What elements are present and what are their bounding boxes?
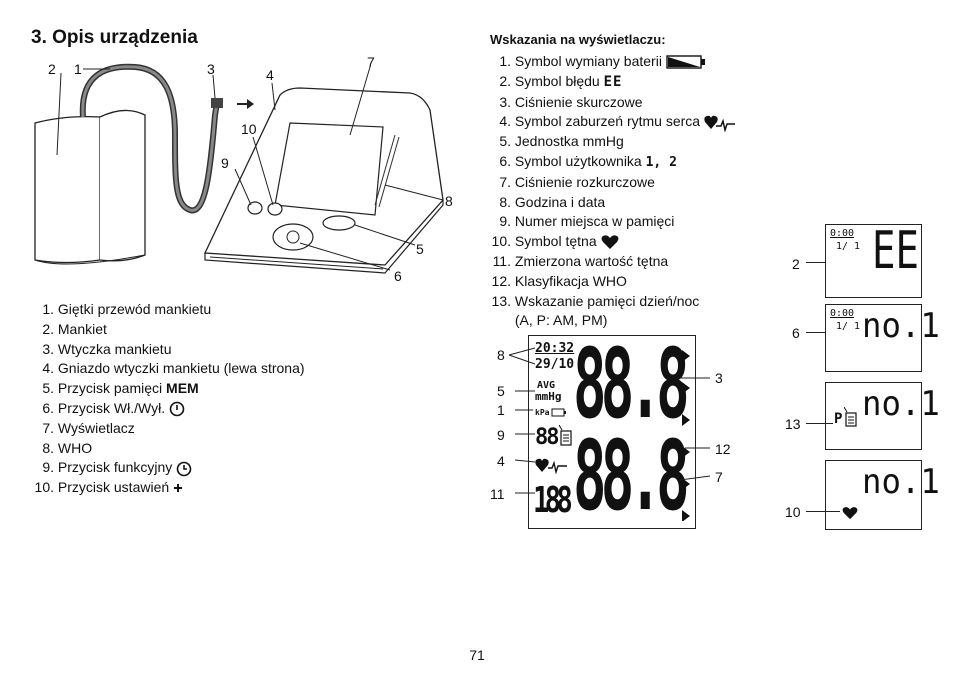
list-item: 11. Zmierzona wartość tętna (492, 252, 669, 269)
small-display-error: 0:00 1/ 1 EE (825, 221, 922, 298)
device-callout-7: 7 (367, 54, 375, 70)
plug-drawing (211, 98, 223, 108)
device-callout-4: 4 (266, 67, 274, 83)
power-icon (169, 401, 185, 417)
user-symbol: 1, 2 (645, 154, 677, 170)
device-callout-10: 10 (241, 121, 257, 137)
monitor-display (274, 122, 384, 216)
list-item: 9. Numer miejsca w pamięci (499, 213, 675, 230)
lcd-pulse-digits: 188 (533, 480, 573, 521)
list-item: (A, P: AM, PM) (514, 312, 608, 329)
leader-line (806, 332, 825, 333)
device-callout-6: 6 (394, 268, 402, 284)
device-callout-2: 2 (48, 61, 56, 77)
lcd-kpa: kPa (535, 408, 550, 417)
lcd-callout-4: 4 (497, 453, 505, 469)
small-callout-10: 10 (785, 504, 801, 520)
list-item: 8. WHO (42, 439, 93, 456)
lcd-unit: mmHg (535, 390, 562, 403)
list-item: 8. Godzina i data (499, 193, 606, 210)
lcd-callout-8: 8 (497, 347, 505, 363)
list-item: 13. Wskazanie pamięci dzień/noc (491, 292, 700, 309)
battery-icon (666, 55, 705, 69)
mem-label: MEM (166, 380, 199, 397)
list-item: 10. Symbol tętna (489, 232, 736, 252)
list-item: 6. Symbol użytkownika 1, 2 (499, 152, 677, 170)
lcd-callout-11: 11 (490, 486, 505, 502)
memory-daynight-icon (559, 424, 572, 446)
small-display-user: 0:00 1/ 1 no.1 (825, 304, 940, 372)
lcd-systolic-digits: 88.8 (573, 328, 690, 440)
page-number: 71 (469, 647, 485, 663)
list-item: 4. Gniazdo wtyczki mankietu (lewa strona… (42, 360, 305, 377)
device-callout-3: 3 (207, 61, 215, 77)
list-item: 12. Klasyfikacja WHO (491, 272, 627, 289)
list-item: 2. Symbol błędu EE (499, 72, 623, 90)
display-items-list: 1. Symbol wymiany baterii 2. Symbol błęd… (489, 52, 736, 331)
lcd-callout-5: 5 (497, 383, 505, 399)
device-callout-8: 8 (445, 193, 453, 209)
small-display-pulse: no.1 (825, 460, 940, 530)
lcd-date: 29/10 (535, 357, 575, 372)
device-parts-list: 1. Giętki przewód mankietu 2. Mankiet 3.… (30, 300, 305, 498)
list-item: 7. Ciśnienie rozkurczowe (499, 173, 655, 190)
list-item: 1. Giętki przewód mankietu (42, 301, 212, 317)
error-digits: EE (872, 221, 919, 281)
memory-daynight-icon (844, 407, 857, 427)
lcd-memory-digits: 88 (535, 425, 559, 450)
lcd-avg: AVG (537, 380, 556, 391)
who-indicator-arrows (682, 350, 690, 521)
lcd-arrhythmia-icon (535, 458, 567, 474)
lcd-callout-7: 7 (715, 469, 723, 485)
display-heading: Wskazania na wyświetlaczu: (490, 32, 666, 47)
lcd-callout-1: 1 (497, 402, 505, 418)
list-item: 3. Ciśnienie skurczowe (499, 93, 643, 110)
leader-line (806, 511, 840, 512)
heart-icon (842, 507, 858, 520)
plus-icon (174, 484, 183, 493)
lcd-callout-lines (508, 347, 711, 494)
list-item: 1. Symbol wymiany baterii (489, 52, 736, 72)
device-callout-9: 9 (221, 155, 229, 171)
list-item: 3. Wtyczka mankietu (42, 340, 172, 357)
list-item: 5. Przycisk pamięci MEM (42, 380, 199, 397)
page-title: 3. Opis urządzenia (31, 27, 198, 48)
small-callout-6: 6 (792, 325, 800, 341)
list-item: 5. Jednostka mmHg (499, 133, 624, 150)
clock-icon (176, 461, 192, 476)
list-item: 9. Przycisk funkcyjny (30, 458, 305, 478)
lcd-battery-icon (551, 408, 566, 417)
list-item: 4. Symbol zaburzeń rytmu serca (489, 112, 736, 132)
small-display-daynight: P no.1 (825, 382, 940, 450)
arrhythmia-heart-icon (704, 115, 735, 132)
heart-icon (601, 235, 618, 250)
lcd-display-diagram: 20:32 29/10 AVG mmHg kPa 88 188 88.8 88.… (528, 335, 696, 529)
device-callout-5: 5 (416, 241, 424, 257)
cuff-drawing (34, 115, 101, 264)
lcd-callout-9: 9 (497, 427, 505, 443)
list-item: 2. Mankiet (42, 320, 107, 337)
lcd-callout-3: 3 (715, 370, 723, 386)
leader-line (806, 262, 825, 263)
list-item: 6. Przycisk Wł./Wył. (30, 399, 305, 419)
leader-line (806, 423, 833, 424)
small-callout-2: 2 (792, 256, 800, 272)
device-callout-1: 1 (74, 61, 82, 77)
lcd-diastolic-digits: 88.8 (573, 420, 690, 532)
lcd-time: 20:32 (535, 341, 575, 356)
lcd-callout-12: 12 (715, 441, 731, 457)
small-callout-13: 13 (785, 416, 801, 432)
error-symbol: EE (603, 73, 623, 90)
device-illustration (34, 63, 444, 274)
list-item: 10. Przycisk ustawień (30, 478, 305, 498)
list-item: 7. Wyświetlacz (42, 419, 135, 436)
